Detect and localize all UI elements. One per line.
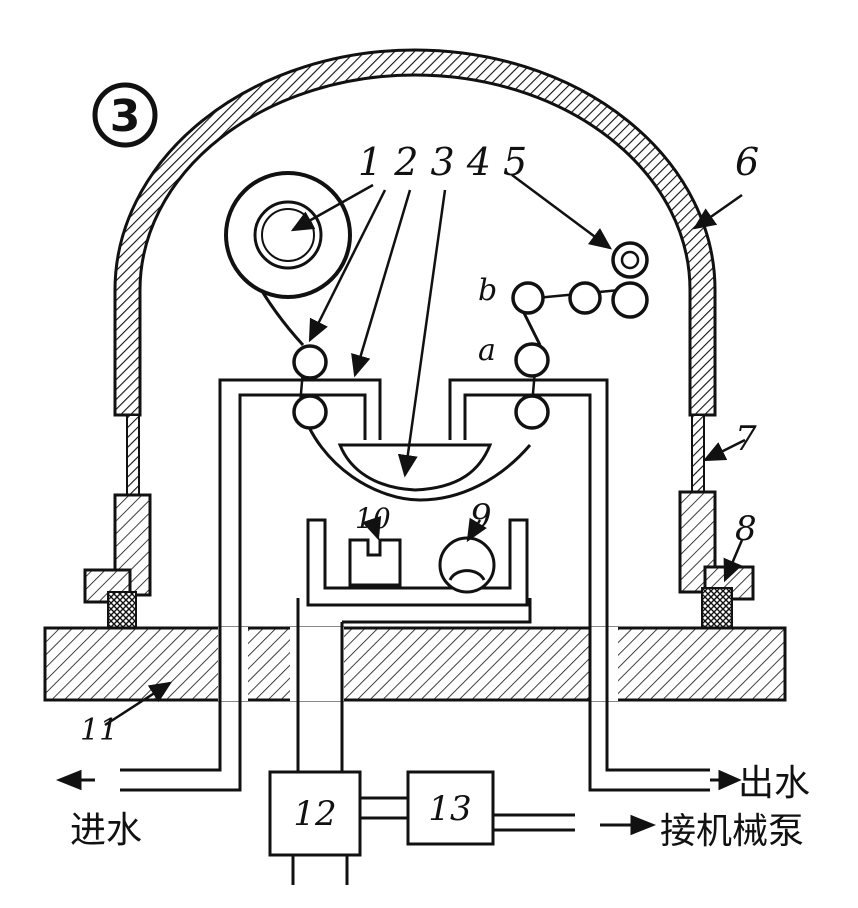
to-pump-label: 接机械泵 [660, 811, 804, 852]
svg-text:1 2 3 4 5: 1 2 3 4 5 [358, 140, 527, 184]
svg-text:9: 9 [470, 497, 492, 537]
base-plate [43, 626, 787, 702]
svg-text:b: b [478, 273, 497, 308]
svg-text:8: 8 [735, 509, 757, 549]
guide-rollers [292, 281, 649, 430]
box-13: 13 [406, 770, 495, 846]
crucible-10 [348, 538, 402, 587]
flow-arrows [55, 769, 742, 836]
figure-number: 3 [92, 82, 158, 148]
svg-text:6: 6 [735, 140, 759, 184]
svg-text:11: 11 [80, 713, 118, 748]
box-12: 12 [268, 770, 362, 857]
evaporation-source-9 [438, 536, 496, 594]
svg-text:7: 7 [735, 419, 757, 459]
svg-text:10: 10 [355, 502, 391, 535]
svg-text:3: 3 [110, 91, 141, 142]
right-window [691, 414, 705, 496]
left-window [126, 414, 140, 496]
svg-text:13: 13 [428, 789, 471, 829]
supply-reel-1 [224, 171, 352, 299]
pumping-duct [291, 598, 532, 885]
svg-text:a: a [478, 333, 496, 368]
box-connectors [360, 796, 575, 832]
bell-jar-dome [113, 48, 717, 417]
left-seal [107, 591, 137, 633]
water-in-label: 进水 [70, 810, 142, 851]
cooling-water-pipes [120, 378, 710, 792]
source-tray [306, 518, 529, 607]
right-seal [701, 587, 733, 631]
svg-text:12: 12 [293, 794, 336, 834]
leader-lines [104, 173, 746, 727]
water-out-label: 出水 [738, 763, 810, 804]
take-up-reel-5 [611, 241, 649, 279]
